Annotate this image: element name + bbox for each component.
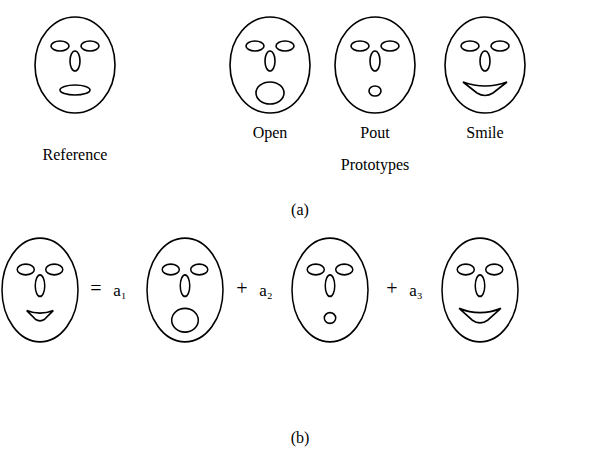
face-caption: Reference <box>43 147 108 163</box>
operator-sign: + <box>236 278 247 298</box>
smile-face <box>445 17 525 113</box>
coefficient: a₂ <box>259 282 272 299</box>
face-caption: Open <box>253 125 288 141</box>
operator-sign: = <box>90 278 101 298</box>
coefficient: a₃ <box>409 282 422 299</box>
coefficient: a₁ <box>113 282 126 299</box>
pout-face <box>335 17 415 113</box>
face-caption: Smile <box>466 125 503 141</box>
pout-face <box>292 238 368 342</box>
open-face <box>147 238 223 342</box>
smile-face <box>442 238 518 342</box>
operator-sign: + <box>386 278 397 298</box>
reference-face <box>35 17 115 113</box>
panel-label: (b) <box>291 430 310 446</box>
panel-label: (a) <box>291 202 309 218</box>
face-caption: Pout <box>360 125 389 141</box>
group-caption: Prototypes <box>341 157 409 173</box>
target-face <box>2 238 78 342</box>
open-face <box>230 17 310 113</box>
